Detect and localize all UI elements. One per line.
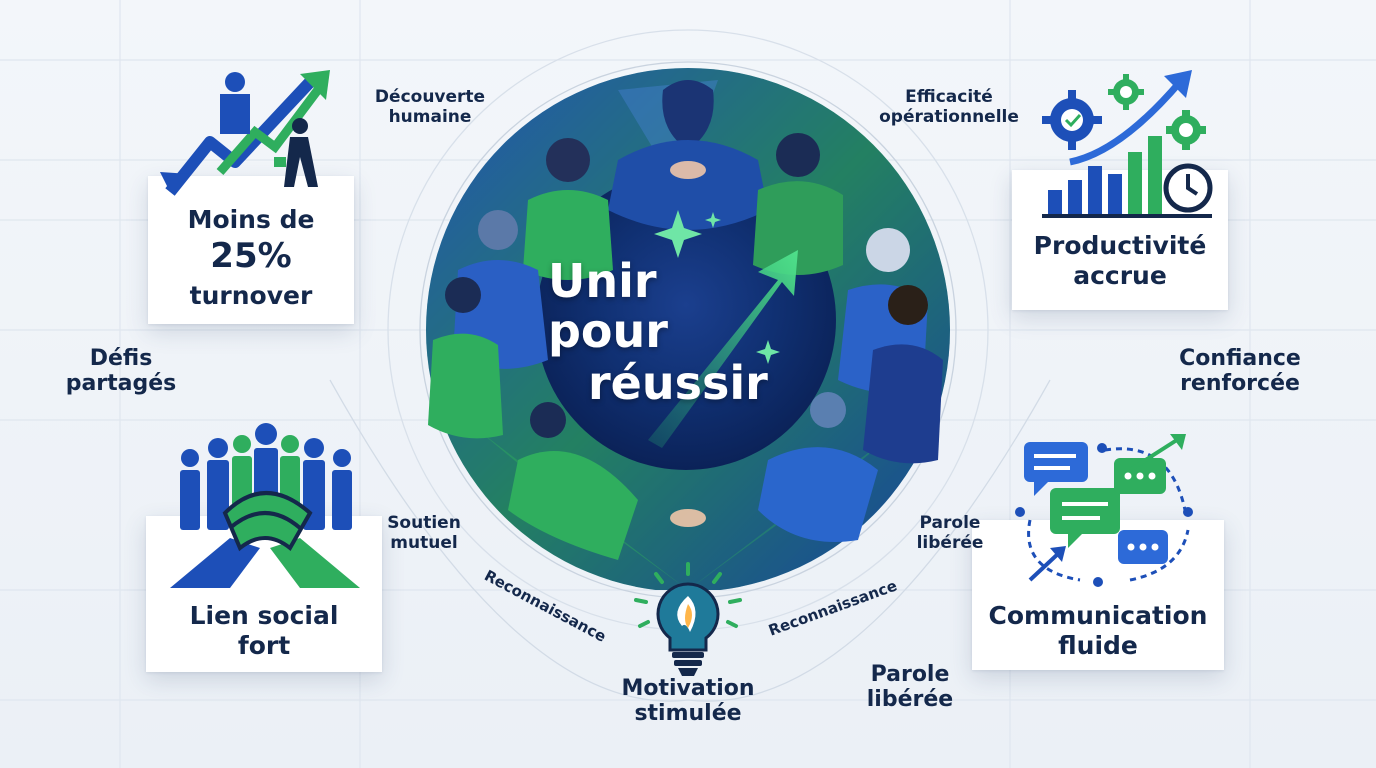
turnover-percent: 25% [210,236,292,276]
gears-chart-icon [1042,70,1213,218]
parole-lower-line-1: Parole [870,662,950,687]
label-confiance: Confiance renforcée [1150,346,1330,397]
label-parole-lower: Parole libérée [840,662,980,713]
confiance-line-2: renforcée [1180,371,1300,397]
slogan-line-2: pour [548,304,668,358]
decouverte-line-2: humaine [388,106,472,127]
soutien-line-1: Soutien [387,513,461,533]
decouverte-line-1: Découverte [374,87,486,107]
communication-line-1: Communication [988,601,1208,630]
motivation-line-2: stimulée [634,701,742,727]
social-line-1: Lien social [189,601,339,630]
handshake-crowd-icon [170,423,360,588]
productivity-line-2: accrue [1073,261,1167,290]
slogan-line-3: réussir [588,356,768,410]
turnover-line-3: turnover [189,281,313,310]
motivation-line-1: Motivation [621,676,755,701]
defis-line-2: partagés [65,371,177,397]
communication-line-2: fluide [1058,631,1138,660]
parole-upper-line-1: Parole [919,513,981,533]
label-motivation: Motivation stimulée [588,676,788,727]
label-defis: Défis partagés [40,346,202,397]
label-decouverte: Découverte humaine [362,87,498,127]
label-parole-upper: Parole libérée [900,513,1000,553]
slogan-line-1: Unir [548,254,657,308]
parole-upper-line-2: libérée [916,532,984,553]
turnover-line-1: Moins de [187,205,315,234]
defis-line-1: Défis [89,346,153,371]
productivity-line-1: Productivité [1033,231,1207,260]
central-slogan: Unir pour réussir [548,258,808,406]
label-efficacite: Efficacité opérationnelle [866,87,1032,127]
lightbulb-flame-icon [634,562,742,676]
growth-arrow-icon [160,70,330,196]
soutien-line-2: mutuel [390,532,458,553]
efficacite-line-2: opérationnelle [879,106,1019,127]
chat-network-icon [1015,434,1193,587]
label-soutien: Soutien mutuel [374,513,474,553]
card-communication: Communication fluide [972,520,1224,670]
team-globe-illustration [426,68,950,590]
card-social: Lien social fort [146,516,382,672]
confiance-line-1: Confiance [1179,346,1301,371]
card-turnover: Moins de 25% turnover [148,176,354,324]
efficacite-line-1: Efficacité [905,87,993,107]
social-line-2: fort [237,631,291,660]
parole-lower-line-2: libérée [866,687,954,713]
